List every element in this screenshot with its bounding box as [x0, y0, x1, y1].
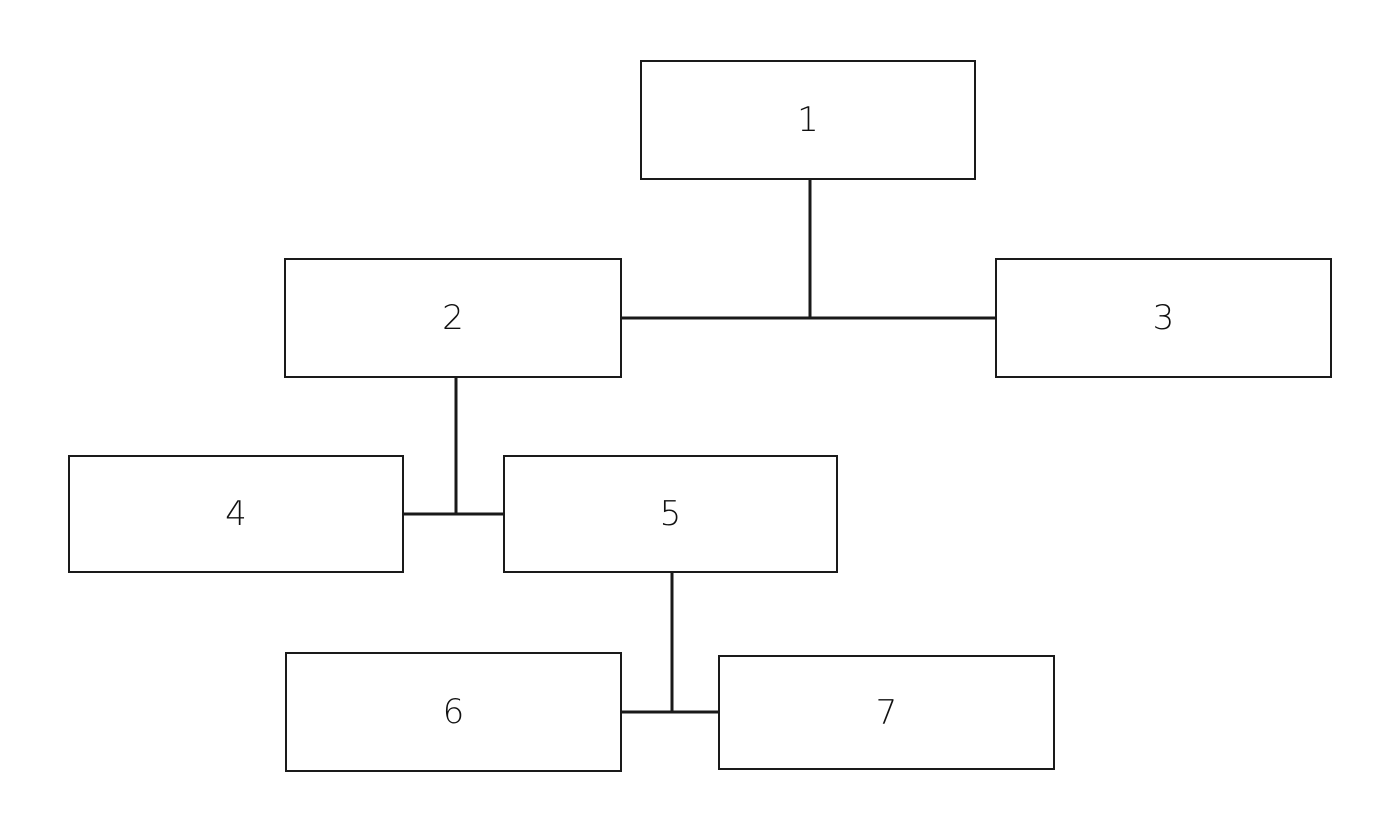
node-label-2: 2	[442, 298, 464, 338]
node-box-3[interactable]: 3	[995, 258, 1332, 378]
node-label-3: 3	[1152, 298, 1175, 338]
node-box-1[interactable]: 1	[640, 60, 976, 180]
node-box-2[interactable]: 2	[284, 258, 622, 378]
node-label-4: 4	[225, 494, 247, 534]
node-label-6: 6	[442, 692, 465, 732]
node-label-5: 5	[659, 494, 682, 534]
node-box-4[interactable]: 4	[68, 455, 404, 573]
node-box-6[interactable]: 6	[285, 652, 622, 772]
node-label-7: 7	[875, 692, 898, 733]
node-label-1: 1	[797, 100, 819, 140]
node-box-7[interactable]: 7	[718, 655, 1055, 770]
node-box-5[interactable]: 5	[503, 455, 838, 573]
